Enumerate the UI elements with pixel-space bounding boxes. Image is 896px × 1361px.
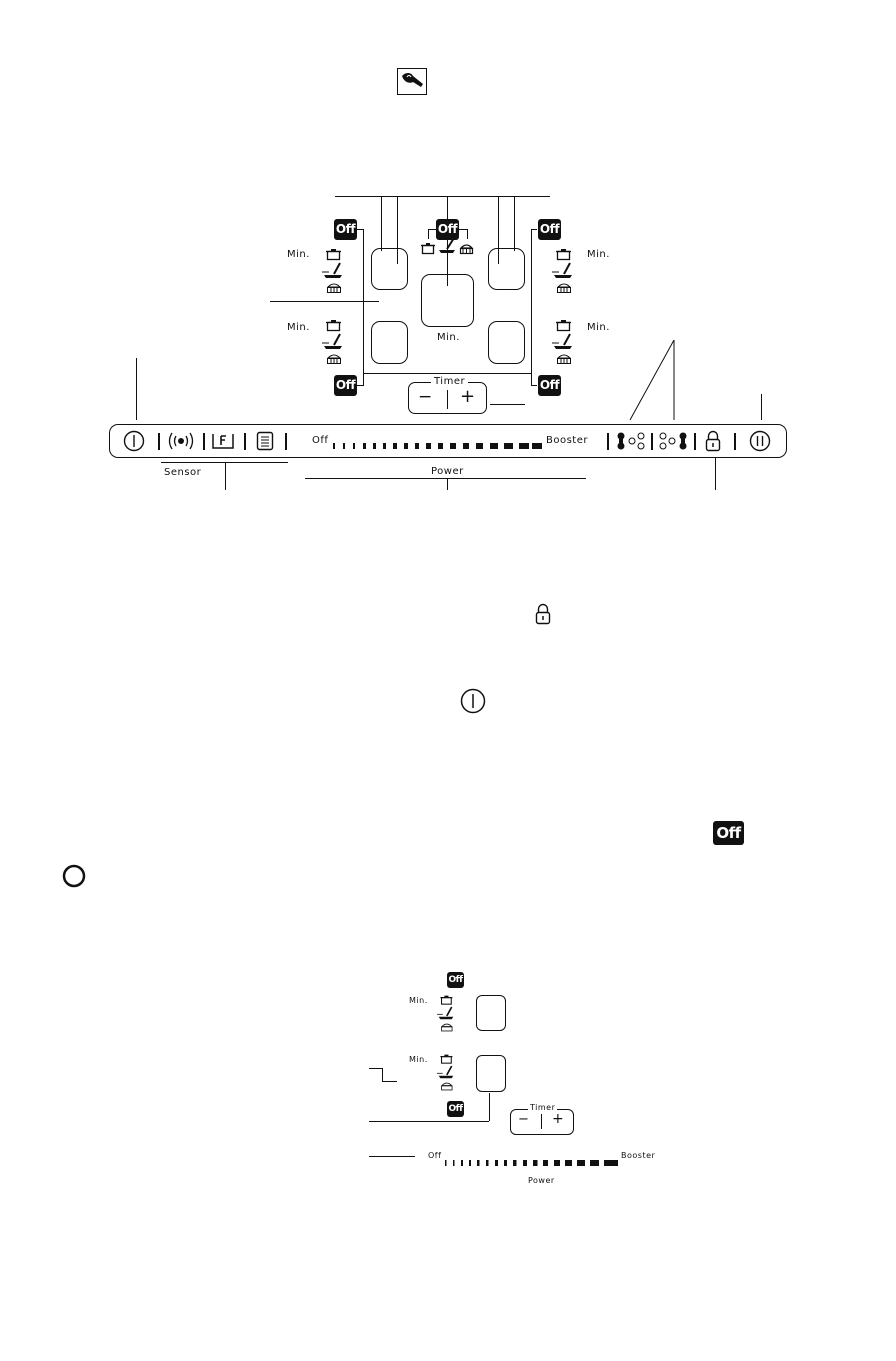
min-label-small-top: Min. [409, 996, 428, 1005]
timer-label-small: Timer [528, 1103, 558, 1112]
sensor-icon[interactable] [167, 431, 195, 455]
power-off-label: Off [312, 435, 329, 446]
sensor-label: Sensor [164, 467, 202, 478]
timer-minus-button[interactable]: − [418, 387, 433, 407]
min-label-front-left: Min. [287, 249, 310, 260]
bridge-left-icon[interactable] [616, 431, 646, 455]
lock-icon[interactable] [705, 430, 721, 456]
power-icon[interactable] [123, 430, 145, 456]
lock-icon [535, 603, 551, 629]
pan-icon [437, 236, 457, 258]
level-icons-small-top [437, 994, 455, 1037]
zone-small-bottom[interactable] [476, 1055, 506, 1092]
recipe-icon[interactable] [256, 431, 274, 455]
off-badge-small-bottom: Off [447, 1101, 464, 1117]
timer-label: Timer [431, 376, 469, 387]
zone-center[interactable] [421, 274, 474, 327]
level-icons-small-bottom [437, 1053, 455, 1096]
power-booster-label: Booster [546, 435, 588, 446]
circle-icon [62, 864, 86, 892]
off-badge-small-top: Off [447, 972, 464, 988]
pot-icon [421, 240, 435, 259]
min-label-rear-right: Min. [587, 322, 610, 333]
level-icons-front-left [322, 247, 344, 299]
zone-small-top[interactable] [476, 995, 506, 1031]
power-slider[interactable] [333, 436, 543, 449]
timer-plus-button[interactable]: + [460, 386, 476, 407]
pause-icon[interactable] [749, 430, 771, 456]
power-booster-small: Booster [621, 1151, 656, 1160]
off-badge-front-left: Off [334, 219, 357, 240]
power-off-small: Off [428, 1151, 442, 1160]
min-label-rear-left: Min. [287, 322, 310, 333]
zone-rear-left[interactable] [371, 321, 408, 364]
off-badge-inline: Off [713, 821, 744, 845]
zone-front-left[interactable] [371, 248, 408, 290]
hand-touch-icon [397, 68, 427, 95]
power-slider-small[interactable] [445, 1152, 619, 1166]
off-badge-front-right: Off [538, 219, 561, 240]
timer-plus-small[interactable]: + [552, 1111, 564, 1127]
level-icons-front-right [552, 247, 574, 299]
off-badge-rear-right: Off [538, 375, 561, 396]
bridge-right-icon[interactable] [658, 431, 688, 455]
grill-icon [459, 240, 474, 259]
control-bar [109, 424, 787, 458]
timer-minus-small[interactable]: − [518, 1112, 529, 1127]
keep-warm-icon[interactable] [211, 431, 235, 455]
zone-front-right[interactable] [488, 248, 525, 290]
power-label-small: Power [528, 1176, 555, 1185]
power-label: Power [431, 466, 464, 477]
zone-rear-right[interactable] [488, 321, 525, 364]
min-label-center: Min. [437, 332, 460, 343]
min-label-front-right: Min. [587, 249, 610, 260]
level-icons-rear-right [552, 318, 574, 370]
power-icon [460, 688, 486, 718]
off-badge-rear-left: Off [334, 375, 357, 396]
off-badge-center: Off [436, 219, 459, 240]
level-icons-rear-left [322, 318, 344, 370]
min-label-small-bottom: Min. [409, 1055, 428, 1064]
